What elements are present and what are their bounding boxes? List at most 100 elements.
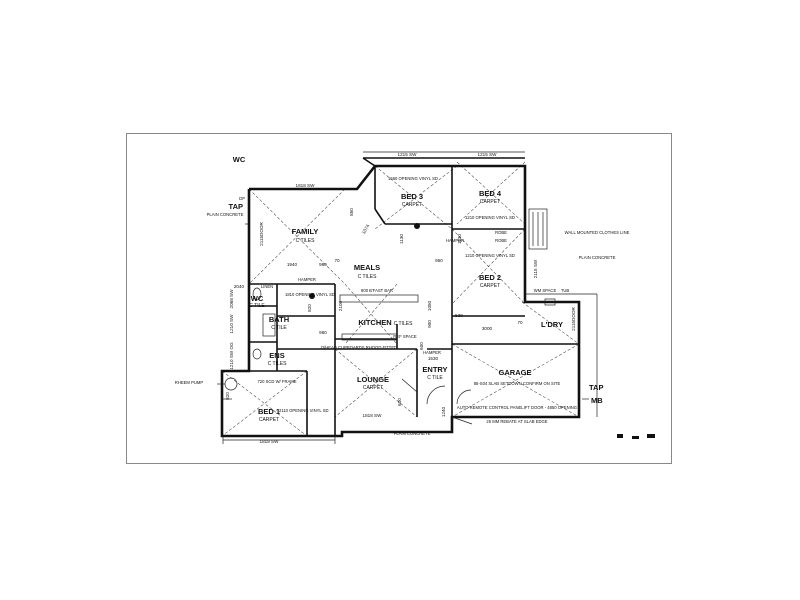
room-family-name: FAMILY (292, 227, 319, 236)
dim-3000: 3000 (482, 326, 493, 331)
room-lounge-name: LOUNGE (357, 375, 389, 384)
laundry-tub (544, 298, 556, 306)
bath-tub (262, 313, 276, 337)
note-linen: LINEN (261, 284, 273, 289)
room-entry-finish: C TILE (427, 375, 443, 381)
note-bed1-opening: 2110 OPENING VINYL SD (279, 408, 329, 413)
room-bed4-finish: CARPET (480, 199, 500, 205)
room-bed2-name: BED 2 (479, 273, 501, 282)
dim-1130b: 1130 (457, 234, 462, 244)
note-plain-concrete-right: PLAIN CONCRETE (579, 255, 616, 260)
dim-left-a: 2040 (234, 284, 245, 289)
dim-1240: 1240 (441, 406, 446, 417)
room-labels: FAMILY C TILES MEALS C TILES KITCHEN C T… (249, 189, 563, 423)
dim-left-c: 1210 SW OG (229, 342, 234, 370)
room-wc-finish: C TILE (249, 303, 265, 309)
external-guides (217, 151, 598, 444)
note-bed4-opening: 1210 OPENING VINYL SD (465, 215, 515, 220)
room-bed1-finish: CARPET (259, 417, 279, 423)
room-bed1-name: BED 1 (258, 407, 280, 416)
note-tap-left: TAP (229, 202, 243, 211)
room-family-finish: C TILES (296, 238, 315, 244)
dim-garage-w: 2115DOOR (571, 306, 576, 330)
note-hamper-a: HAMPER (298, 277, 316, 282)
note-plain-concrete: PLAIN CONCRETE (207, 212, 244, 217)
breakfast-bar (339, 294, 419, 303)
note-robe-a: ROBE (495, 230, 507, 235)
note-tub: TUB (561, 288, 570, 293)
dim-960a: 960 (319, 262, 327, 267)
room-entry-name: ENTRY (422, 365, 447, 374)
note-hamper-b: HAMPER (423, 350, 441, 355)
dim-lounge-bottom: 1818 SW (363, 413, 383, 418)
door-arc (426, 385, 446, 405)
door-arc-2 (456, 389, 472, 405)
dim-850: 850 (349, 208, 354, 216)
dim-1130a: 1130 (399, 234, 404, 244)
note-clothes-line: WALL MOUNTED CLOTHES LINE (565, 230, 630, 235)
post-marker-2 (414, 223, 420, 229)
room-wc-name: WC (251, 294, 264, 303)
room-ens-finish: C TILES (268, 361, 287, 367)
dim-bed1-bottom: 1818 SW (260, 439, 280, 444)
note-tap-right: TAP (589, 383, 603, 392)
room-meals-name: MEALS (354, 263, 380, 272)
note-wc-top: WC (233, 155, 246, 164)
dim-600a: 600 (419, 342, 424, 350)
room-ldry-name: L'DRY (541, 320, 563, 329)
room-bath-name: BATH (269, 315, 289, 324)
dim-600b: 600 (397, 398, 402, 406)
note-bed2-opening: 1210 OPENING VINYL SD (465, 253, 515, 258)
note-bath-opening: 1810 OPENING VINYL SD (285, 292, 335, 297)
room-meals-finish: C TILES (358, 274, 377, 280)
room-kitchen-finish: C TILES (394, 321, 413, 327)
dim-70b: 70 (517, 320, 523, 325)
clothes-line (528, 208, 548, 250)
dimensions: 1215 SW 1215 SW 1818 SW 1818 SW 1818 SW … (225, 152, 576, 444)
dim-left-d: 2068 SW (229, 289, 234, 309)
note-hamper-c: HAMPER (446, 238, 464, 243)
note-robe-b: ROBE (495, 238, 507, 243)
note-rebate: 25 MM REBATE AT SLAB EDGE (486, 419, 547, 424)
ens-toilet (252, 348, 262, 360)
note-panelift: AUTO REMOTE CONTROL PANELIFT DOOR - 4850… (457, 405, 577, 410)
note-brkfast: 800 B'FAST BAR (361, 288, 393, 293)
rheem-pump-unit (224, 377, 238, 391)
room-lounge-finish: CARPET (363, 385, 383, 391)
floor-plan: FAMILY C TILES MEALS C TILES KITCHEN C T… (175, 151, 655, 444)
dim-2100: 2100 (338, 300, 343, 311)
dim-960b: 960 (319, 330, 327, 335)
note-dp: DP (239, 196, 245, 201)
plan-notes: WC TAP TAP MB DP PLAIN CONCRETE PLAIN CO… (175, 155, 630, 436)
dim-1530: 1530 (428, 356, 439, 361)
note-ref-space: REF SPACE (393, 334, 417, 339)
roof-diagonals (221, 161, 580, 437)
room-bed2-finish: CARPET (480, 283, 500, 289)
note-rheem-pump: RHEEM PUMP (175, 380, 204, 385)
note-bed3-opening: 1560 OPENING VINYL SD (388, 176, 438, 181)
dim-1940: 1940 (287, 262, 298, 267)
dim-1074: 1074 (361, 223, 371, 235)
room-kitchen-name: KITCHEN (358, 318, 391, 327)
plan-frame: FAMILY C TILES MEALS C TILES KITCHEN C T… (126, 133, 672, 464)
dim-900: 900 (427, 320, 432, 328)
dim-820: 820 (225, 392, 230, 400)
dim-950: 950 (435, 258, 443, 263)
room-ens-name: ENS (269, 351, 284, 360)
post-marker (309, 293, 315, 299)
room-bed3-name: BED 3 (401, 192, 423, 201)
note-wm-space: WM SPACE (534, 288, 557, 293)
dim-left-b: 1210 SW (229, 314, 234, 334)
note-slab: 85-S04 SLAB SETDOWN CONFIRM ON SITE (474, 381, 561, 386)
dim-family-w: 2115DOOR (259, 221, 264, 245)
room-bed3-finish: CARPET (402, 202, 422, 208)
note-plain-concrete-bottom: PLAIN CONCRETE (394, 431, 431, 436)
scan-speckles (617, 434, 655, 439)
dim-ldry-w: 2115 SW (533, 259, 538, 278)
room-garage-name: GARAGE (499, 368, 532, 377)
dim-530: 530 (455, 313, 463, 318)
kitchen-bench (341, 333, 398, 341)
dim-820b: 820 (307, 304, 312, 312)
dim-70a: 70 (334, 258, 340, 263)
room-bed4-name: BED 4 (479, 189, 502, 198)
